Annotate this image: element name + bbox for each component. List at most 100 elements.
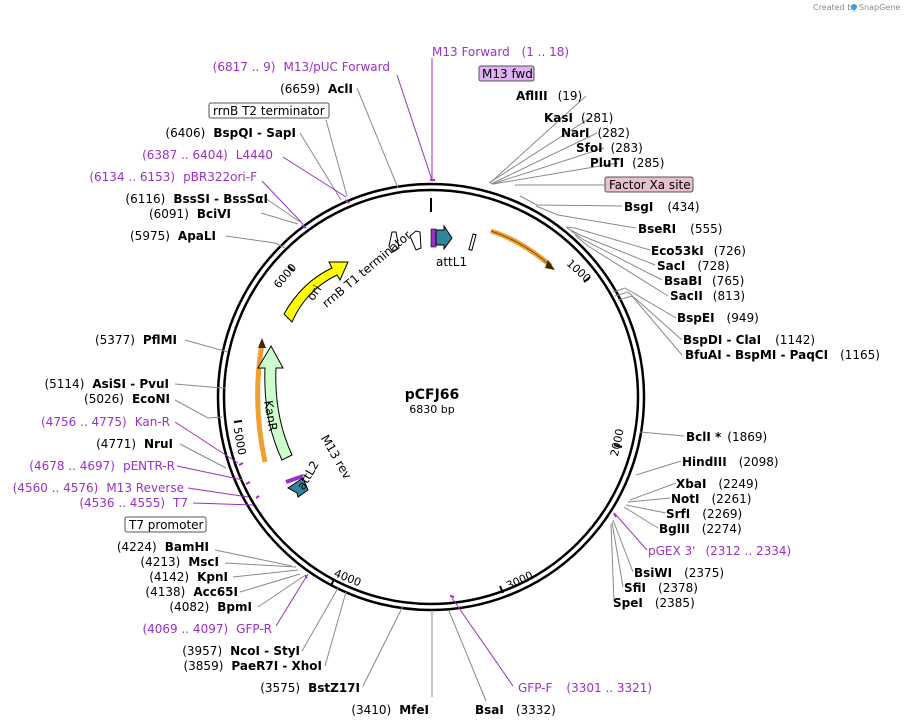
site-bsai[interactable]: BsaI(3332) <box>475 703 556 717</box>
left-primers: (6817 .. 9)M13/pUC Forward (6387 .. 6404… <box>13 60 390 636</box>
t7-promoter-box[interactable]: T7 promoter <box>124 516 207 533</box>
t7-promoter-box-label: T7 promoter <box>128 518 204 532</box>
site-spei[interactable]: SpeI(2385) <box>613 596 695 610</box>
primer-name: M13 Forward <box>432 45 510 59</box>
tick-label-3000: 3000 <box>504 569 535 593</box>
site-kasi[interactable]: KasI(281) <box>544 111 613 125</box>
kanr-label: KanR <box>261 399 280 432</box>
right-sites: AflIII(19) KasI(281) NarI(282) SfoI(283)… <box>475 89 880 717</box>
site-bpmi[interactable]: (4082)BpmI <box>169 600 252 614</box>
attl2-label: attL2 <box>294 458 322 492</box>
site-srfi[interactable]: SrfI(2269) <box>666 507 742 521</box>
site-kpni[interactable]: (4142)KpnI <box>149 570 228 584</box>
site-saci[interactable]: SacI(728) <box>657 259 730 273</box>
site-pflmi[interactable]: (5377)PflMI <box>95 333 177 347</box>
tick-label-2000: 2000 <box>608 428 627 458</box>
site-bstz17i[interactable]: (3575)BstZ17I <box>260 681 360 695</box>
tick-mark-2000 <box>613 444 623 448</box>
site-paer7i-xhoi[interactable]: (3859)PaeR7I - XhoI <box>183 659 322 673</box>
site-ncoi-styi[interactable]: (3957)NcoI - StyI <box>182 644 300 658</box>
site-noti[interactable]: NotI(2261) <box>671 492 751 506</box>
site-bsgi[interactable]: BsgI(434) <box>624 200 700 214</box>
site-bcivi[interactable]: (6091)BciVI <box>149 207 231 221</box>
site-mfei[interactable]: (3410)MfeI <box>351 703 429 717</box>
primer-pgex-3[interactable]: pGEX 3'(2312 .. 2334) <box>648 544 791 558</box>
tick-label-5000: 5000 <box>231 426 249 456</box>
site-nari[interactable]: NarI(282) <box>561 126 630 140</box>
m13-fwd-box-label: M13 fwd <box>482 67 533 81</box>
site-pluti[interactable]: PluTI(285) <box>590 156 664 170</box>
scale-ticks <box>233 265 623 594</box>
m13-rev-label: M13 rev <box>318 432 354 481</box>
right-primers: pGEX 3'(2312 .. 2334) GFP-F(3301 .. 3321… <box>518 544 791 695</box>
site-bamhi[interactable]: (4224)BamHI <box>117 540 209 554</box>
primer-range: (1 .. 18) <box>522 45 570 59</box>
site-apali[interactable]: (5975)ApaLI <box>130 229 216 243</box>
snapgene-logo-icon <box>851 4 857 10</box>
site-xbai[interactable]: XbaI(2249) <box>676 477 758 491</box>
primer-t7[interactable]: (4536 .. 4555)T7 <box>79 496 188 510</box>
rrnb-t1-arrow-2 <box>409 230 422 251</box>
plasmid-name: pCFJ66 <box>405 387 460 403</box>
orf-arrow-head-left <box>258 338 266 348</box>
m13-rev-mark <box>285 474 304 484</box>
site-bseri[interactable]: BseRI(555) <box>638 222 722 236</box>
site-econi[interactable]: (5026)EcoNI <box>84 392 170 406</box>
credit-brand: SnapGene <box>859 3 900 12</box>
left-sites: (6659)AclI (6406)BspQI - SapI (6116)BssS… <box>44 82 429 717</box>
site-leaders <box>174 87 685 702</box>
kanr-feature[interactable] <box>257 344 293 461</box>
m13-fwd-primer-mark <box>430 228 437 248</box>
site-sfoi[interactable]: SfoI(283) <box>576 141 643 155</box>
primer-m13-forward[interactable]: M13 Forward (1 .. 18) <box>432 45 569 59</box>
credit-text: Created by <box>813 3 857 12</box>
m13-fwd-box[interactable]: M13 fwd <box>478 65 535 82</box>
site-bsiwi[interactable]: BsiWI(2375) <box>634 566 724 580</box>
tick-mark-3000 <box>499 585 504 594</box>
small-feature-top <box>468 233 477 251</box>
primer-gfp-r[interactable]: (4069 .. 4097)GFP-R <box>142 622 272 636</box>
site-bcli[interactable]: BclI *(1869) <box>686 430 767 444</box>
site-acli[interactable]: (6659)AclI <box>280 82 353 96</box>
site-hindiii[interactable]: HindIII(2098) <box>682 455 779 469</box>
tick-mark-5000 <box>233 420 243 423</box>
rrnb-t1-arrow-1 <box>388 231 400 253</box>
tick-label-6000: 6000 <box>271 261 299 291</box>
site-asisi-pvui[interactable]: (5114)AsiSI - PvuI <box>44 377 169 391</box>
tick-label-1000: 1000 <box>564 257 594 285</box>
site-bspdi-clai[interactable]: BspDI - ClaI(1142) <box>683 333 815 347</box>
site-acc65i[interactable]: (4138)Acc65I <box>145 585 238 599</box>
primer-l4440[interactable]: (6387 .. 6404)L4440 <box>142 148 273 162</box>
site-bspei[interactable]: BspEI(949) <box>677 311 759 325</box>
rrnb-t2-box-label: rrnB T2 terminator <box>213 104 325 118</box>
primer-pentr-r[interactable]: (4678 .. 4697)pENTR-R <box>29 459 175 473</box>
site-bspqi-sapi[interactable]: (6406)BspQI - SapI <box>165 126 296 140</box>
attl2-feature[interactable] <box>287 477 309 498</box>
site-bglii[interactable]: BglII(2274) <box>659 522 742 536</box>
tick-mark-1000 <box>583 276 591 283</box>
ori-feature[interactable] <box>283 261 349 323</box>
attl1-label: attL1 <box>436 255 467 269</box>
site-sfii[interactable]: SfiI(2378) <box>624 581 698 595</box>
site-nrui[interactable]: (4771)NruI <box>96 437 173 451</box>
primer-m13-reverse[interactable]: (4560 .. 4576)M13 Reverse <box>13 481 184 495</box>
primer-leaders <box>174 58 648 687</box>
rrnb-t2-box[interactable]: rrnB T2 terminator <box>208 102 330 119</box>
site-bsabi[interactable]: BsaBI(765) <box>664 274 744 288</box>
factor-xa-box-label: Factor Xa site <box>609 178 691 192</box>
primer-pbr322ori-f[interactable]: (6134 .. 6153)pBR322ori-F <box>89 170 257 184</box>
attl1-feature[interactable] <box>435 224 453 251</box>
site-msci[interactable]: (4213)MscI <box>140 555 219 569</box>
site-sacii[interactable]: SacII(813) <box>670 289 745 303</box>
site-bsssi-bsssai[interactable]: (6116)BssSI - BssSαI <box>125 192 268 206</box>
backbone <box>216 182 646 612</box>
site-afliii[interactable]: AflIII(19) <box>516 89 582 103</box>
site-bfuai-bspmi-paqci[interactable]: BfuAI - BspMI - PaqCI(1165) <box>685 348 880 362</box>
primer-kan-r[interactable]: (4756 .. 4775)Kan-R <box>41 415 170 429</box>
site-eco53ki[interactable]: Eco53kI(726) <box>651 244 746 258</box>
orf-arrow-head-top <box>545 260 555 270</box>
factor-xa-box[interactable]: Factor Xa site <box>604 176 694 193</box>
primer-m13-puc-forward[interactable]: (6817 .. 9)M13/pUC Forward <box>213 60 390 74</box>
primer-gfp-f[interactable]: GFP-F(3301 .. 3321) <box>518 681 652 695</box>
